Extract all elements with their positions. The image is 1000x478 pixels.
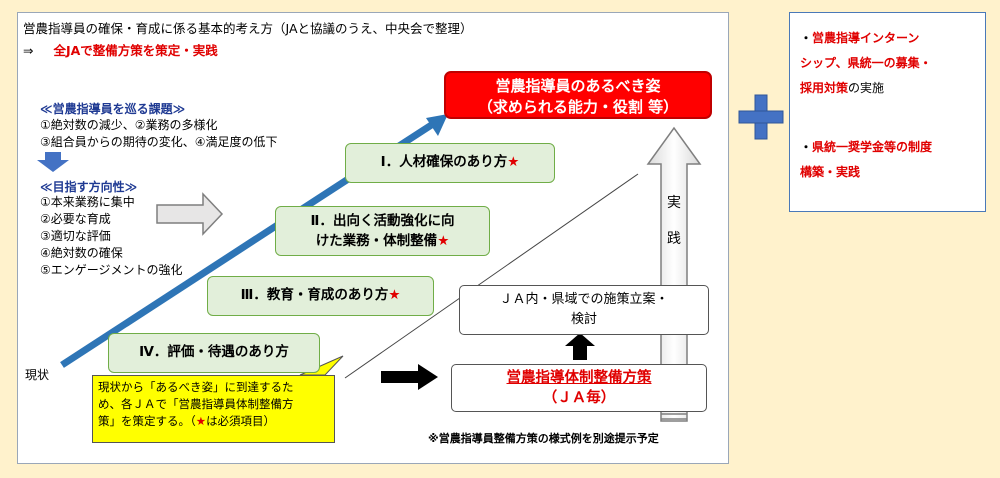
black-up-arrow (565, 333, 595, 360)
side-item-1-tail: の実施 (848, 81, 885, 95)
ja-policy-line-2: （ＪＡ毎） (542, 390, 616, 406)
policy-line: ⇒ 全JAで整備方策を策定・実践 (23, 40, 218, 59)
black-right-arrow (381, 364, 438, 390)
side-item-1: ・営農指導インターン シップ、県統一の募集・ 採用対策の実施 (800, 26, 980, 101)
step-3-box: Ⅲ．教育・育成のあり方★ (207, 276, 434, 316)
goal-box: 営農指導員のあるべき姿 （求められる能力・役割 等） (444, 71, 712, 119)
note-star: ★ (195, 414, 207, 428)
ja-policy-box: 営農指導体制整備方策 （ＪＡ毎） (451, 364, 707, 412)
side-item-2: ・県統一奨学金等の制度 構築・実践 (800, 135, 980, 185)
practice-char-2: 践 (667, 231, 681, 247)
step-2-line-2: けた業務・体制整備 (315, 233, 438, 249)
ja-policy-line-1: 営農指導体制整備方策 (506, 370, 652, 386)
side-item-1-line-2: シップ、県統一の募集・ (800, 56, 932, 70)
note-line-3b: は必須項目） (206, 414, 276, 428)
step-1-label: Ⅰ．人材確保のあり方 (380, 154, 508, 170)
plus-icon (738, 94, 784, 140)
side-item-1-line-1: 営農指導インターン (812, 31, 920, 45)
direction-item-1: ①本来業務に集中 (40, 195, 135, 209)
thin-diagonal-line (344, 173, 639, 379)
step-4-label: Ⅳ．評価・待遇のあり方 (139, 344, 289, 360)
step-3-star: ★ (388, 287, 401, 303)
issues-line-2: ③組合員からの期待の変化、④満足度の低下 (40, 135, 278, 149)
side-item-2-bullet: ・ (800, 140, 813, 154)
step-2-box: Ⅱ．出向く活動強化に向 けた業務・体制整備★ (275, 206, 490, 256)
direction-item-3: ③適切な評価 (40, 229, 111, 243)
step-2-line-1: Ⅱ．出向く活動強化に向 (310, 213, 455, 229)
ja-plan-line-1: ＪＡ内・県域での施策立案・ (499, 292, 669, 307)
side-item-2-line-1: 県統一奨学金等の制度 (812, 140, 933, 154)
goal-line-2: （求められる能力・役割 等） (477, 98, 679, 116)
practice-char-1: 実 (667, 195, 681, 211)
policy-text: 全JAで整備方策を策定・実践 (53, 43, 218, 58)
side-item-1-line-3: 採用対策 (800, 81, 849, 95)
step-2-star: ★ (437, 233, 450, 249)
progress-arrow-head (426, 114, 448, 136)
direction-item-4: ④絶対数の確保 (40, 246, 123, 260)
current-label: 現状 (25, 368, 50, 382)
step-1-star: ★ (507, 154, 520, 170)
page-title: 営農指導員の確保・育成に係る基本的考え方（JAと協議のうえ、中央会で整理） (23, 21, 473, 36)
note-callout: 現状から「あるべき姿」に到達するた め、各ＪＡで「営農指導員体制整備方 策」を策… (92, 375, 335, 443)
gray-right-arrow (156, 192, 224, 236)
arrow-mark: ⇒ (23, 43, 34, 58)
direction-item-5: ⑤エンゲージメントの強化 (40, 263, 183, 277)
note-line-3a: 策」を策定する。（ (98, 414, 196, 428)
direction-item-2: ②必要な育成 (40, 212, 111, 226)
ja-plan-line-2: 検討 (570, 312, 597, 327)
step-1-box: Ⅰ．人材確保のあり方★ (345, 143, 555, 183)
note-line-2: め、各ＪＡで「営農指導員体制整備方 (98, 397, 294, 411)
down-arrow (37, 152, 69, 172)
goal-line-1: 営農指導員のあるべき姿 (495, 77, 661, 95)
ja-plan-box: ＪＡ内・県域での施策立案・ 検討 (459, 285, 709, 335)
step-3-label: Ⅲ．教育・育成のあり方 (240, 287, 389, 303)
step-4-box: Ⅳ．評価・待遇のあり方 (108, 333, 320, 373)
direction-heading: ≪目指す方向性≫ (40, 180, 138, 194)
note-line-1: 現状から「あるべき姿」に到達するた (98, 380, 294, 394)
issues-heading: ≪営農指導員を巡る課題≫ (40, 102, 186, 116)
practice-label: 実 践 (666, 185, 682, 257)
issues-line-1: ①絶対数の減少、②業務の多様化 (40, 118, 218, 132)
footnote: ※営農指導員整備方策の様式例を別途提示予定 (428, 432, 659, 445)
side-panel (789, 12, 986, 212)
side-item-1-bullet: ・ (800, 31, 813, 45)
side-item-2-line-2: 構築・実践 (800, 165, 861, 179)
